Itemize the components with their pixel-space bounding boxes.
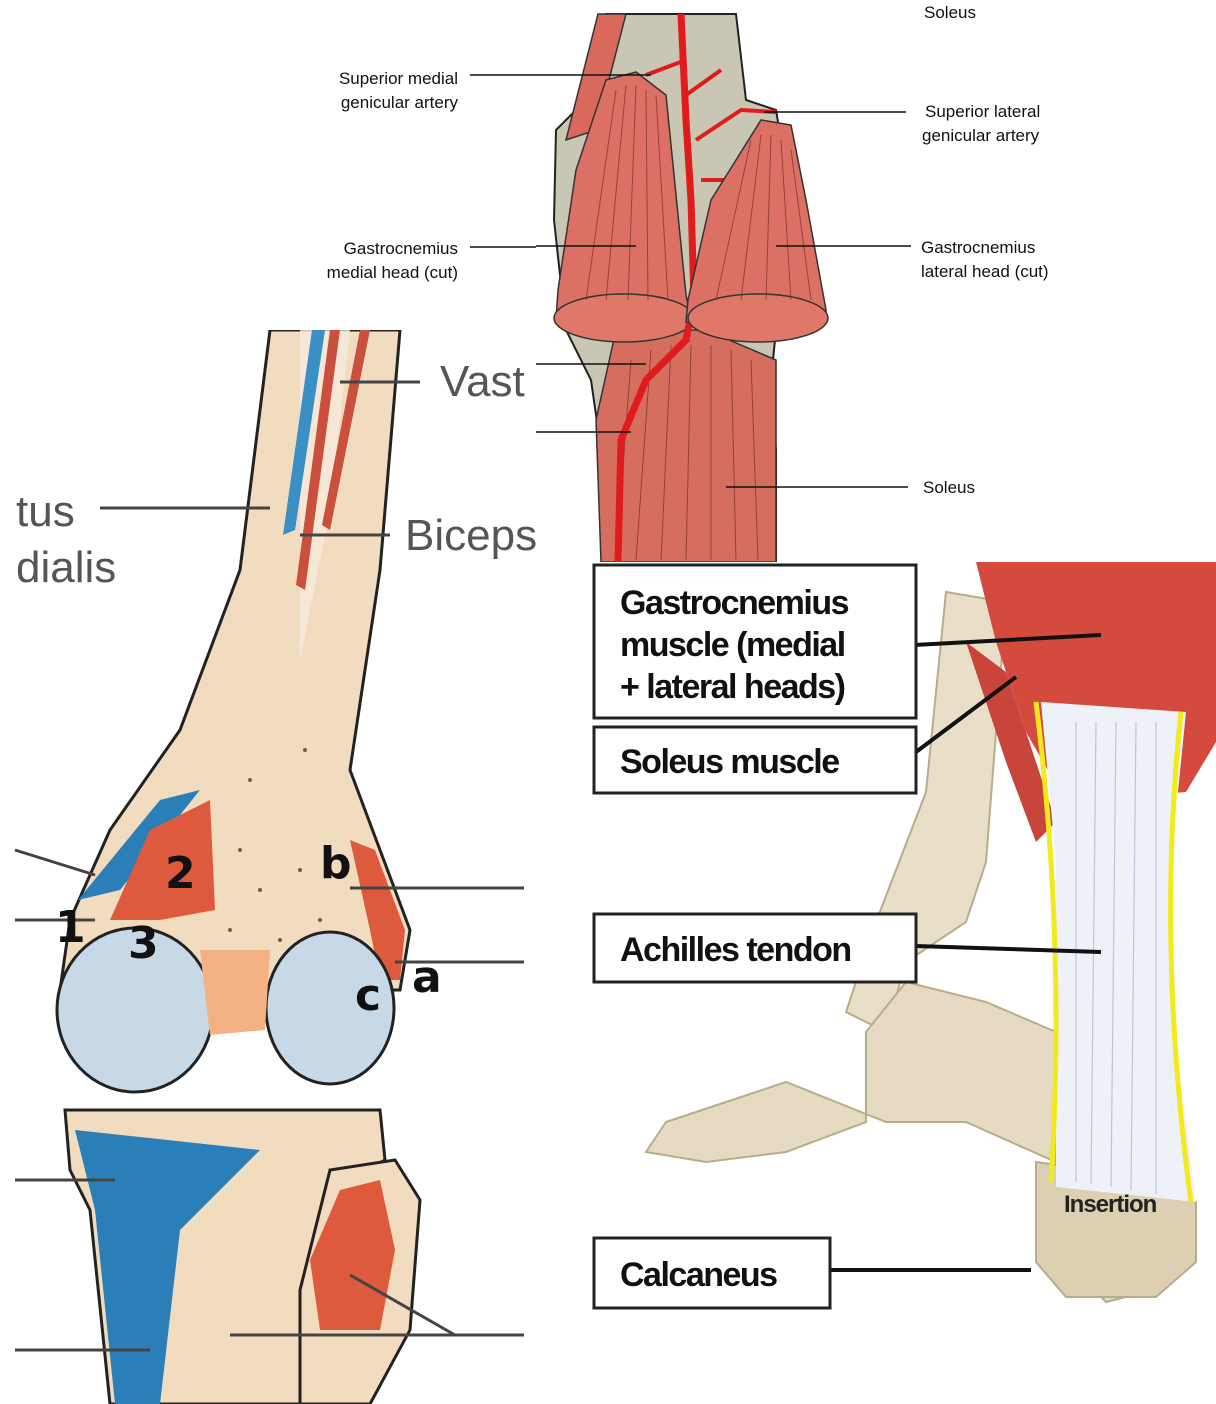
label-num-3: 3: [128, 918, 159, 969]
label-tus: tus: [16, 487, 75, 536]
box-soleus-text: Soleus muscle: [620, 743, 839, 781]
label-dialis: dialis: [16, 543, 116, 592]
label-superior-lateral-1: Superior lateral: [925, 102, 1040, 121]
label-superior-medial-1: Superior medial: [339, 69, 458, 88]
label-let-c: c: [355, 970, 381, 1021]
label-soleus-top: Soleus: [924, 3, 976, 22]
box-calcaneus-text: Calcaneus: [620, 1256, 777, 1294]
box-gastroc-line-3: + lateral heads): [620, 668, 845, 706]
label-gastroc-medial-2: medial head (cut): [327, 263, 458, 282]
label-let-b: b: [320, 838, 352, 889]
label-insertion: Insertion: [1064, 1191, 1157, 1218]
achilles-tendon-diagram: Gastrocnemius muscle (medial + lateral h…: [586, 562, 1216, 1404]
box-achilles-text: Achilles tendon: [620, 931, 851, 969]
label-biceps: Biceps: [405, 511, 536, 560]
label-gastroc-medial-1: Gastrocnemius: [344, 239, 458, 258]
knee-left-labels: Superior medial genicular artery Gastroc…: [290, 60, 536, 300]
posterior-knee-diagram: Soleus Superior lateral genicular artery…: [536, 0, 1096, 562]
label-gastroc-lateral-1: Gastrocnemius: [921, 238, 1035, 257]
femur-attachment-diagram: Vast tus dialis Biceps 1 2 3 b a c: [0, 330, 536, 1404]
label-gastroc-lateral-2: lateral head (cut): [921, 262, 1049, 281]
box-gastroc-line-1: Gastrocnemius: [620, 584, 849, 622]
label-num-2: 2: [165, 848, 196, 899]
label-superior-medial-2: genicular artery: [341, 93, 459, 112]
label-let-a: a: [412, 952, 442, 1003]
label-num-1: 1: [55, 902, 86, 953]
leader-area-top-left: [15, 850, 95, 875]
label-vast: Vast: [440, 357, 525, 406]
box-gastroc-line-2: muscle (medial: [620, 626, 845, 664]
label-superior-lateral-2: genicular artery: [922, 126, 1040, 145]
label-soleus-bottom: Soleus: [923, 478, 975, 497]
